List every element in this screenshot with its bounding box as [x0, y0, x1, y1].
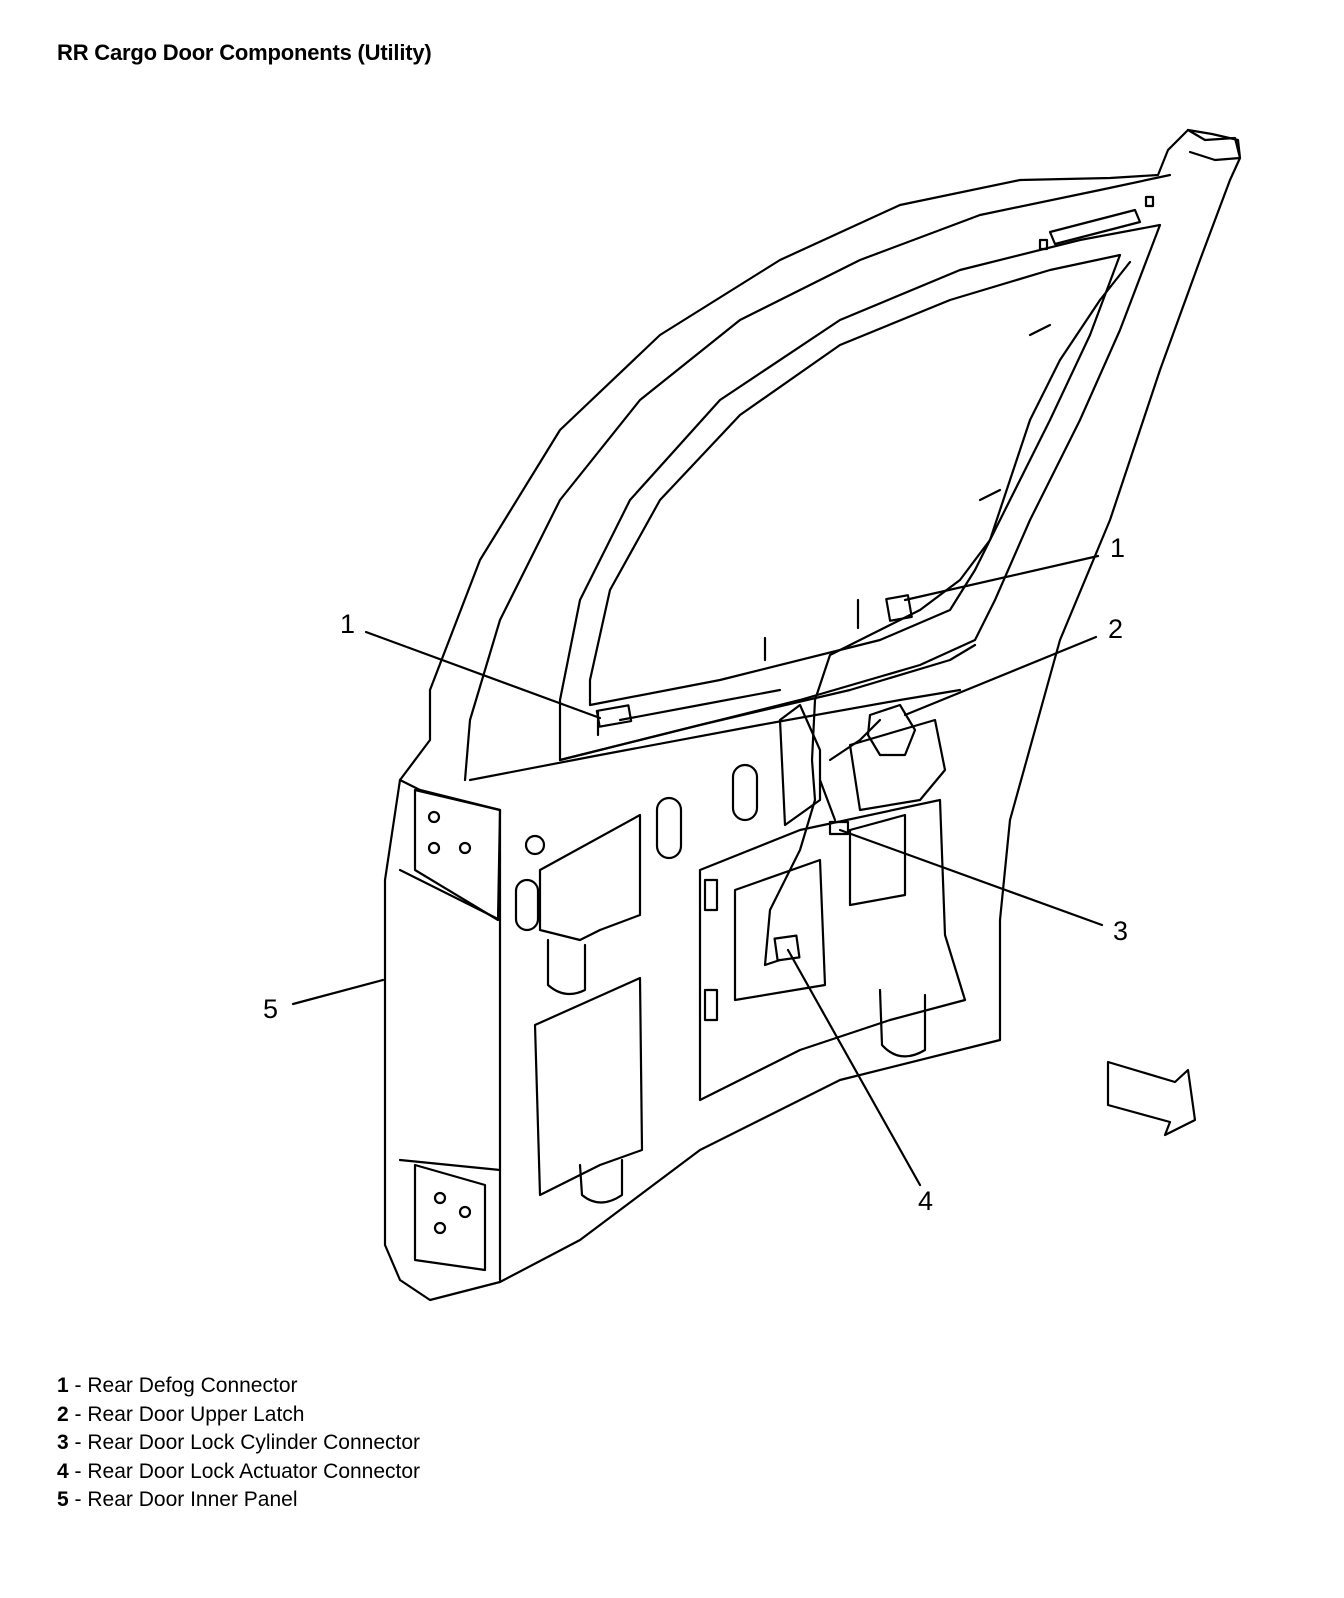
center-recess-inner — [733, 858, 827, 1002]
top-tab — [1186, 128, 1242, 162]
defog-connector-right — [885, 594, 913, 622]
leader-3 — [838, 828, 1104, 927]
latch-mount — [848, 718, 947, 812]
lock-cylinder-connector — [828, 820, 850, 836]
hinge-plate-lower — [413, 1163, 487, 1272]
u-clip-1 — [546, 938, 587, 996]
legend-text: Rear Door Lock Actuator Connector — [87, 1459, 421, 1483]
legend-text: Rear Door Inner Panel — [87, 1488, 298, 1511]
center-recess — [698, 798, 967, 1102]
leader-5 — [291, 978, 385, 1006]
legend-separator: - — [74, 1488, 82, 1511]
legend-number: 1 — [57, 1374, 69, 1397]
wire-branch-defog-left — [618, 688, 782, 722]
legend-text: Rear Door Upper Latch — [87, 1402, 305, 1426]
wire-branch-cyl — [818, 778, 837, 822]
legend-number: 2 — [57, 1402, 69, 1426]
header-hole-1 — [1038, 238, 1049, 251]
window-opening-outer — [558, 223, 1162, 762]
latch-body — [866, 703, 917, 757]
wire-branch-latch — [828, 718, 882, 762]
legend: 1 - Rear Defog Connector 2 - Rear Door U… — [57, 1372, 420, 1515]
hinge-bolt-6 — [458, 1205, 472, 1219]
wire-harness — [763, 260, 1132, 967]
leader-1a — [364, 630, 602, 720]
hinge-edge-lower — [398, 1158, 502, 1172]
center-tab-1 — [703, 878, 719, 912]
hinge-bolt-3 — [458, 841, 472, 855]
leader-2 — [903, 635, 1098, 717]
legend-text: Rear Defog Connector — [87, 1374, 298, 1397]
legend-number: 5 — [57, 1488, 69, 1511]
legend-item: 5 - Rear Door Inner Panel — [57, 1486, 420, 1515]
u-clip-3 — [878, 988, 927, 1058]
callout-5: 5 — [263, 994, 278, 1024]
hinge-bolt-4 — [433, 1191, 447, 1205]
door-inner-rim — [463, 173, 1172, 782]
u-clip-2 — [578, 1158, 624, 1204]
hinge-bolt-5 — [433, 1221, 447, 1235]
center-right-pocket — [848, 813, 907, 907]
lock-actuator-connector — [773, 934, 801, 962]
callout-3: 3 — [1113, 916, 1128, 946]
belt-line — [558, 643, 977, 762]
callout-4: 4 — [918, 1186, 933, 1216]
legend-separator: - — [74, 1402, 82, 1426]
hinge-bolt-1 — [427, 810, 441, 824]
view-direction-arrow-icon — [1106, 1060, 1197, 1137]
hinge-edge — [398, 868, 502, 922]
slot-hole-2 — [731, 763, 759, 822]
callout-1b: 1 — [1110, 533, 1125, 563]
belt-line-lower — [468, 688, 962, 782]
center-tab-2 — [703, 988, 719, 1022]
legend-number: 3 — [57, 1431, 69, 1454]
window-glass — [588, 253, 1122, 707]
door-outer-outline — [383, 128, 1242, 1302]
round-hole — [524, 834, 546, 856]
legend-separator: - — [74, 1374, 82, 1397]
hinge-bolt-2 — [427, 841, 441, 855]
legend-separator: - — [74, 1459, 82, 1483]
latch-pocket — [778, 703, 822, 827]
legend-item: 1 - Rear Defog Connector — [57, 1372, 420, 1401]
header-hole-2 — [1144, 195, 1155, 208]
callout-1a: 1 — [340, 609, 355, 639]
legend-number: 4 — [57, 1459, 69, 1483]
leader-4 — [786, 948, 922, 1187]
legend-text: Rear Door Lock Cylinder Connector — [87, 1431, 421, 1454]
leader-1b — [903, 554, 1100, 602]
callout-2: 2 — [1108, 614, 1123, 644]
slot-hole-3 — [514, 878, 540, 932]
slot-hole-1 — [655, 796, 683, 860]
hinge-plate-upper — [413, 788, 502, 922]
legend-item: 4 - Rear Door Lock Actuator Connector — [57, 1458, 420, 1487]
legend-item: 2 - Rear Door Upper Latch — [57, 1401, 420, 1430]
frame-clip-5 — [1028, 323, 1052, 337]
left-lower-recess — [533, 976, 644, 1197]
legend-item: 3 - Rear Door Lock Cylinder Connector — [57, 1429, 420, 1458]
page-title: RR Cargo Door Components (Utility) — [57, 40, 432, 65]
legend-separator: - — [74, 1431, 82, 1454]
defog-connector-left — [595, 704, 633, 728]
frame-clip-4 — [978, 488, 1002, 502]
left-upper-recess — [538, 813, 642, 942]
header-slot — [1048, 208, 1142, 246]
